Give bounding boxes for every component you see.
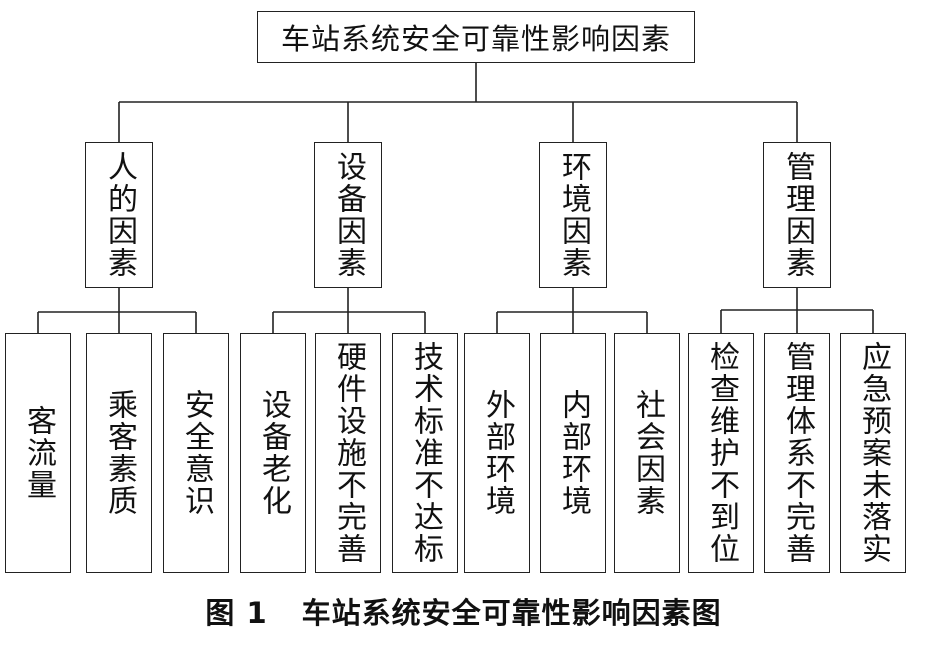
leaf-label: 社会因素 bbox=[630, 389, 665, 517]
leaf-label: 检查维护不到位 bbox=[704, 341, 739, 565]
root-node: 车站系统安全可靠性影响因素 bbox=[257, 11, 695, 63]
leaf-label: 内部环境 bbox=[556, 389, 591, 517]
leaf-label: 设备老化 bbox=[256, 389, 291, 517]
leaf-label: 安全意识 bbox=[179, 389, 214, 517]
leaf-label: 客流量 bbox=[21, 405, 56, 501]
leaf-node: 硬件设施不完善 bbox=[315, 333, 381, 573]
category-label: 环境因素 bbox=[556, 151, 591, 279]
category-node-equipment: 设备因素 bbox=[314, 142, 382, 288]
leaf-label: 应急预案未落实 bbox=[856, 341, 891, 565]
leaf-node: 乘客素质 bbox=[86, 333, 152, 573]
leaf-node: 技术标准不达标 bbox=[392, 333, 458, 573]
leaf-node: 管理体系不完善 bbox=[764, 333, 830, 573]
figure-caption: 图 1 车站系统安全可靠性影响因素图 bbox=[0, 590, 927, 632]
leaf-node: 客流量 bbox=[5, 333, 71, 573]
figure-title: 车站系统安全可靠性影响因素图 bbox=[301, 596, 722, 630]
figure-number: 图 1 bbox=[205, 596, 268, 630]
category-node-environment: 环境因素 bbox=[539, 142, 607, 288]
category-label: 管理因素 bbox=[780, 151, 815, 279]
leaf-node: 检查维护不到位 bbox=[688, 333, 754, 573]
leaf-label: 硬件设施不完善 bbox=[331, 341, 366, 565]
leaf-node: 安全意识 bbox=[163, 333, 229, 573]
leaf-node: 社会因素 bbox=[614, 333, 680, 573]
leaf-node: 设备老化 bbox=[240, 333, 306, 573]
leaf-node: 应急预案未落实 bbox=[840, 333, 906, 573]
category-label: 设备因素 bbox=[331, 151, 366, 279]
leaf-node: 内部环境 bbox=[540, 333, 606, 573]
leaf-node: 外部环境 bbox=[464, 333, 530, 573]
category-node-management: 管理因素 bbox=[763, 142, 831, 288]
leaf-label: 技术标准不达标 bbox=[408, 341, 443, 565]
category-node-human: 人的因素 bbox=[85, 142, 153, 288]
leaf-label: 外部环境 bbox=[480, 389, 515, 517]
root-label: 车站系统安全可靠性影响因素 bbox=[280, 22, 671, 56]
leaf-label: 管理体系不完善 bbox=[780, 341, 815, 565]
category-label: 人的因素 bbox=[102, 151, 137, 279]
leaf-label: 乘客素质 bbox=[102, 389, 137, 517]
